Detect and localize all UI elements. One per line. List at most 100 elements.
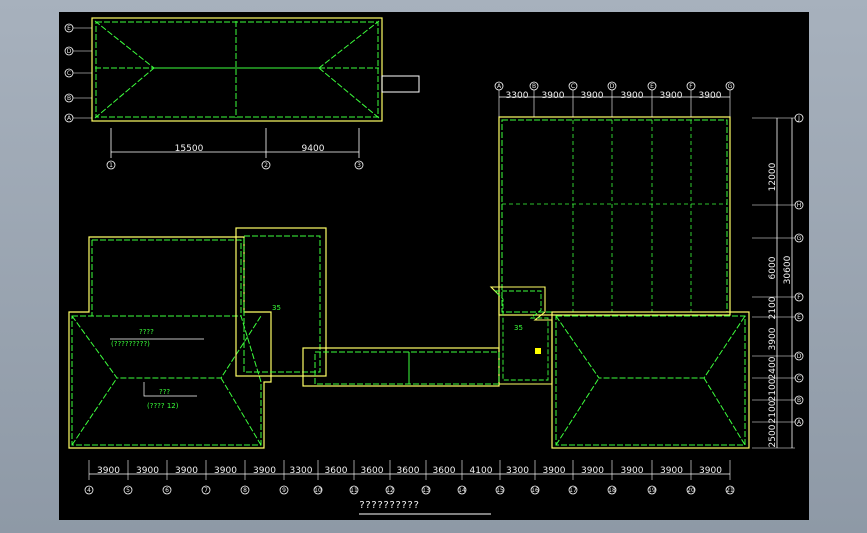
axis-number-2: 2 (264, 162, 268, 169)
rt-axis-1: B (532, 83, 536, 90)
bottom-axis-label-14: 18 (608, 487, 616, 494)
left-note-2b: (???? 12) (147, 402, 179, 410)
bottom-dim-10: 4100 (470, 466, 493, 476)
rs-dim-3: 2100 (768, 296, 778, 319)
axis-letter-a: A (67, 115, 72, 122)
rs-axis-7: B (797, 397, 801, 404)
bottom-axis-bubble-2 (162, 485, 172, 495)
cad-canvas[interactable]: E D C B A 15500 9400 1 2 3 (59, 12, 809, 520)
rt-axis-0: A (497, 83, 502, 90)
bottom-axis-label-16: 20 (687, 487, 695, 494)
center-tag: 35 (272, 304, 281, 312)
bottom-axis-label-5: 9 (282, 487, 286, 494)
bottom-dim-2: 3900 (175, 466, 198, 476)
bottom-axis-bubble-4 (240, 485, 250, 495)
top-plan-eaves (95, 21, 379, 118)
bottom-axis-bubble-8 (385, 485, 395, 495)
right-tag: 35 (514, 324, 523, 332)
roof-plan-drawing: E D C B A 15500 9400 1 2 3 (64, 17, 804, 515)
top-plan-dimensions: 15500 9400 1 2 3 (106, 128, 364, 170)
axis-letter-c: C (67, 70, 71, 77)
rs-dim-5: 2400 (768, 356, 778, 379)
left-note-1b: (?????????) (111, 340, 150, 348)
bottom-axis-bubble-15 (647, 485, 657, 495)
rs-axis-4: E (797, 314, 801, 321)
bottom-dim-9: 3600 (433, 466, 456, 476)
bottom-dim-12: 3900 (543, 466, 566, 476)
bottom-axis-bubble-13 (568, 485, 578, 495)
bottom-axis-label-10: 14 (458, 487, 466, 494)
bottom-axis-bubble-11 (495, 485, 505, 495)
bottom-axis-label-12: 16 (531, 487, 539, 494)
bottom-axis-label-15: 19 (648, 487, 656, 494)
axis-letter-e: E (67, 25, 71, 32)
bottom-axis-bubble-3 (201, 485, 211, 495)
bottom-dim-13: 3900 (581, 466, 604, 476)
rs-dim-8: 2500 (768, 424, 778, 447)
bottom-axis-bubble-7 (349, 485, 359, 495)
rs-dim-4: 3900 (768, 327, 778, 350)
bottom-dim-1: 3900 (136, 466, 159, 476)
rt-dim-3: 3900 (621, 91, 644, 101)
rs-axis-0: J (797, 115, 800, 122)
rs-axis-8: A (797, 419, 802, 426)
bottom-axis-bubble-14 (607, 485, 617, 495)
rs-dim-7: 2100 (768, 400, 778, 423)
rt-axis-5: F (689, 83, 693, 90)
left-building: ???? (?????????) ??? (???? 12) 35 (68, 227, 500, 449)
rs-dim-6: 2100 (768, 378, 778, 401)
right-top-outline (498, 116, 731, 316)
bottom-axis-label-8: 12 (386, 487, 394, 494)
top-plan: E D C B A 15500 9400 1 2 3 (64, 17, 420, 170)
left-note-1: ???? (139, 328, 154, 336)
bottom-axis-label-11: 15 (496, 487, 504, 494)
bottom-axis-label-6: 10 (314, 487, 322, 494)
bottom-axis-label-7: 11 (350, 487, 358, 494)
rt-axis-3: D (610, 83, 615, 90)
rs-dim-1: 6000 (768, 256, 778, 279)
bottom-dim-16: 3900 (699, 466, 722, 476)
rs-axis-6: C (797, 375, 801, 382)
bottom-axis-bubble-12 (530, 485, 540, 495)
bottom-axis-label-17: 21 (726, 487, 734, 494)
top-dim-9400: 9400 (302, 144, 325, 154)
bottom-dim-8: 3600 (397, 466, 420, 476)
drawing-title: ?????????? (359, 500, 419, 511)
right-wing-outline (551, 311, 750, 449)
rt-axis-2: C (571, 83, 575, 90)
bottom-dim-0: 3900 (97, 466, 120, 476)
right-top-dimensions: 3300 3900 3900 3900 3900 3900 A (494, 81, 735, 117)
rs-axis-5: D (797, 353, 802, 360)
roof-drain-marker (535, 348, 541, 354)
bottom-axis-bubble-10 (457, 485, 467, 495)
rs-axis-3: F (797, 294, 801, 301)
rs-axis-1: H (797, 202, 802, 209)
rt-axis-6: G (728, 83, 733, 90)
bottom-axis-bubble-17 (725, 485, 735, 495)
axis-letter-b: B (67, 95, 71, 102)
bottom-axis-label-13: 17 (569, 487, 577, 494)
top-plan-axis-letters: E D C B A (64, 23, 92, 123)
top-plan-extension (381, 75, 420, 93)
rs-dim-0: 12000 (768, 162, 778, 191)
bottom-dim-4: 3900 (253, 466, 276, 476)
top-plan-roof-lines (94, 20, 380, 119)
bottom-axis-bubble-16 (686, 485, 696, 495)
rt-axis-4: E (650, 83, 654, 90)
bottom-axis-bubble-1 (123, 485, 133, 495)
top-plan-outline (91, 17, 383, 122)
bottom-axis-label-4: 8 (243, 487, 247, 494)
bottom-axis-bubble-0 (84, 485, 94, 495)
bottom-axis-bubble-9 (421, 485, 431, 495)
bottom-axis-label-1: 5 (126, 487, 130, 494)
rt-dim-4: 3900 (660, 91, 683, 101)
rt-dim-2: 3900 (581, 91, 604, 101)
rs-dim-2: 30600 (783, 255, 793, 284)
bottom-dim-11: 3300 (506, 466, 529, 476)
rt-dim-5: 3900 (699, 91, 722, 101)
rs-axis-2: G (797, 235, 802, 242)
bottom-axis-label-9: 13 (422, 487, 430, 494)
bottom-dim-14: 3900 (621, 466, 644, 476)
